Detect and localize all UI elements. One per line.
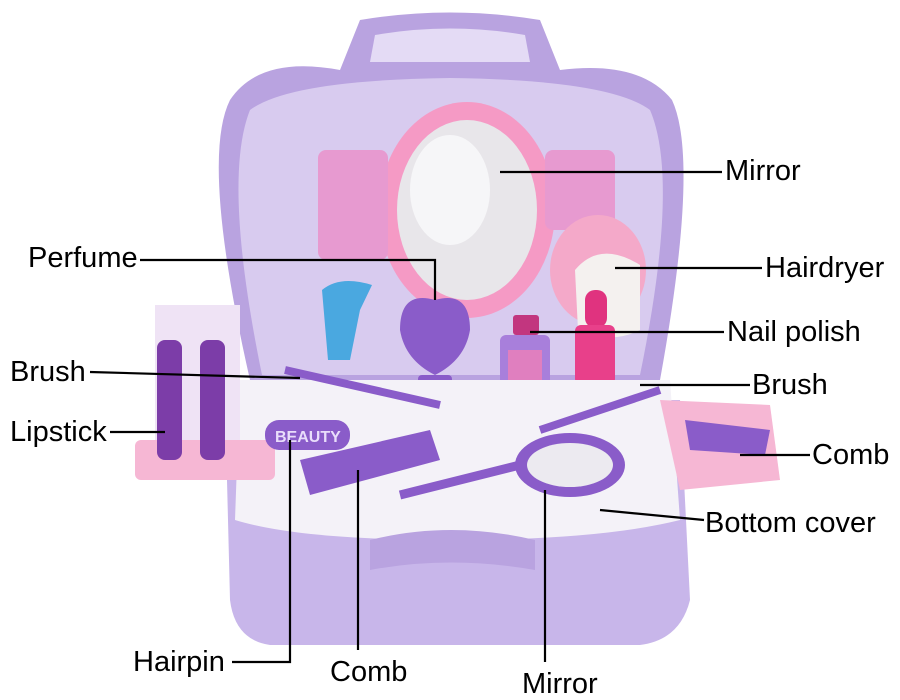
right-panel: [545, 150, 615, 230]
comb-right-toy: [685, 420, 770, 455]
label-mirror-top: Mirror: [725, 155, 801, 187]
label-comb-right: Comb: [812, 439, 890, 471]
label-lipstick: Lipstick: [10, 416, 107, 448]
label-perfume: Perfume: [28, 242, 138, 274]
label-nail-polish: Nail polish: [727, 316, 861, 348]
label-hairpin: Hairpin: [133, 646, 225, 678]
label-brush-left: Brush: [10, 356, 86, 388]
blue-brush-toy: [322, 281, 372, 360]
hairpin-text: BEAUTY: [275, 429, 341, 446]
hairpin-toy: [265, 420, 350, 450]
hairdryer-toy: [550, 215, 646, 385]
label-hairdryer: Hairdryer: [765, 252, 885, 284]
label-mirror-bottom: Mirror: [522, 668, 598, 700]
brush-right-toy: [538, 386, 662, 434]
comb-bottom-toy: [300, 430, 440, 495]
label-brush-right: Brush: [752, 369, 828, 401]
label-bottom-cover: Bottom cover: [705, 507, 876, 539]
perfume-bottle: [400, 298, 470, 375]
left-panel: [318, 150, 388, 260]
brush-left-toy: [284, 366, 441, 409]
mirror-oval: [379, 102, 555, 318]
label-comb-bottom: Comb: [330, 656, 408, 688]
nail-polish-cap: [513, 315, 539, 335]
leader-lines: [89, 170, 810, 664]
